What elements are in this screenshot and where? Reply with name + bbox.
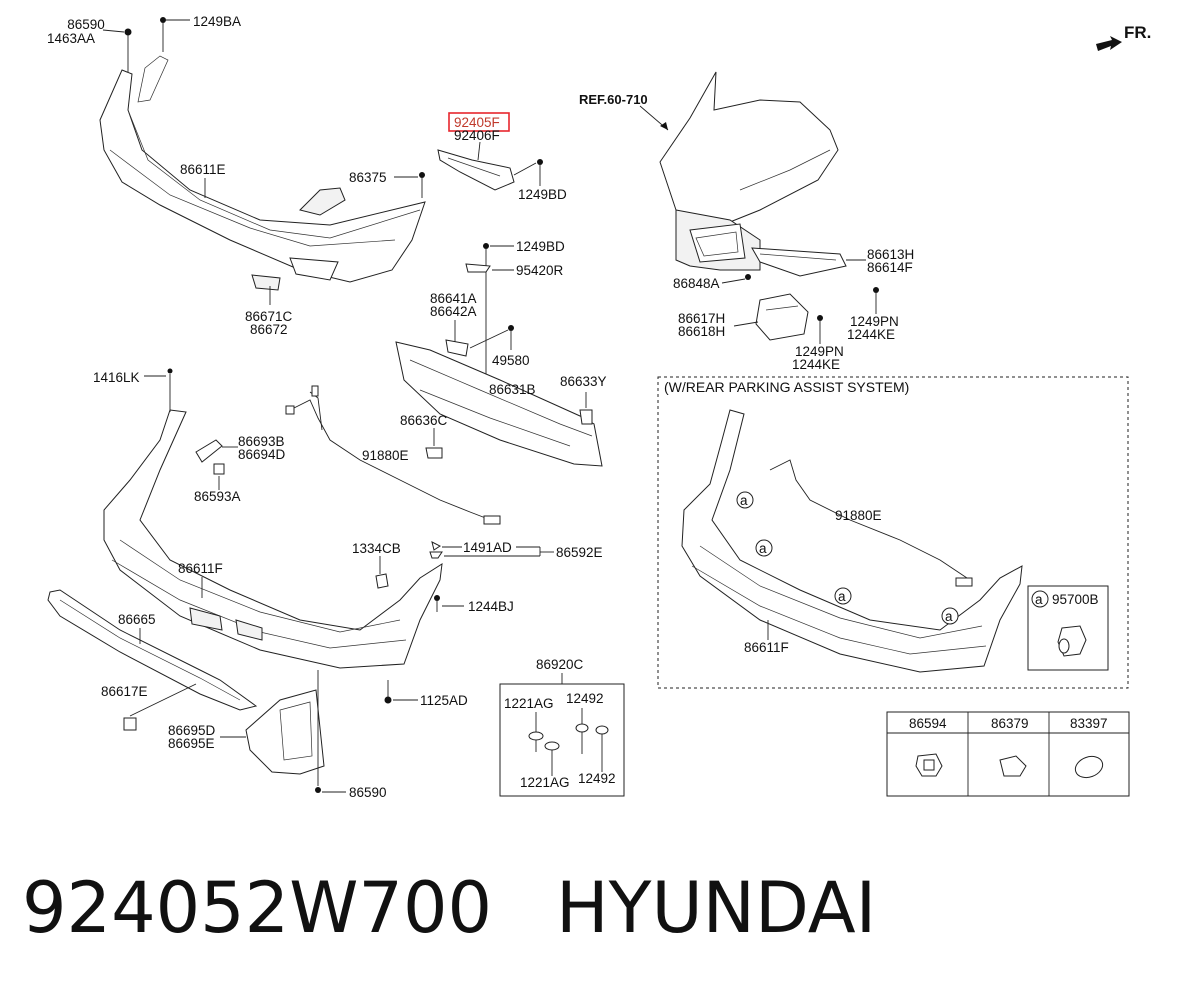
screw-icon [528,708,609,776]
table-header-86594: 86594 [909,716,947,731]
inset-label-91880E: 91880E [835,508,882,523]
sensor-callout: a [1035,592,1043,607]
label-1244KE-b: 1244KE [792,357,840,372]
kit-item-12492-b: 12492 [578,771,616,786]
upper-fasteners [102,17,190,72]
label-86633Y: 86633Y [560,374,607,389]
front-arrow-icon [1096,36,1122,51]
label-86590-bottom: 86590 [349,785,387,800]
label-1125AD: 1125AD [420,693,468,708]
plug-icon [1074,755,1104,779]
bumper-bracket-86617H [755,293,809,341]
label-1249BD-a: 1249BD [518,187,567,202]
label-86618H: 86618H [678,324,725,339]
label-1249PN-b: 1249PN [795,344,844,359]
label-86641A: 86641A [430,291,477,306]
label-92405F: 92405F [454,115,500,130]
label-86593A: 86593A [194,489,241,504]
footer: 924052W700 HYUNDAI [22,858,876,958]
table-header-83397: 83397 [1070,716,1108,731]
label-86848A: 86848A [673,276,720,291]
label-86642A: 86642A [430,304,477,319]
label-86592E: 86592E [556,545,603,560]
highlighted-part-box [448,112,510,132]
parking-sensor-icon [1057,625,1087,657]
label-91880E: 91880E [362,448,409,463]
label-1491AD: 1491AD [463,540,512,555]
reference-label: REF.60-710 [579,92,648,107]
kit-box-title: 86920C [536,657,584,672]
reflector-bracket [437,149,543,191]
side-bracket-86613H [751,247,847,277]
lower-bumper-cover [103,409,443,669]
kit-box-86920C: 86920C 1221AG 12492 1221AG 12492 [499,657,625,797]
small-parts-table: 86594 86379 83397 [886,711,1130,797]
part-number: 924052W700 [22,867,493,949]
label-86375: 86375 [349,170,387,185]
label-86611F: 86611F [178,561,223,576]
label-1249BD-b: 1249BD [516,239,565,254]
svg-text:a: a [740,493,748,508]
fastener-86375 [394,172,425,198]
label-1244BJ: 1244BJ [468,599,514,614]
parking-assist-inset: (W/REAR PARKING ASSIST SYSTEM) a a a a 9… [657,376,1129,689]
sensor-callout-icon: a a a a [736,491,959,625]
clip-icon [915,753,943,777]
label-86671C: 86671C [245,309,293,324]
label-86617E: 86617E [101,684,148,699]
label-1249BA: 1249BA [193,14,241,29]
label-86613H: 86613H [867,247,914,262]
label-86672: 86672 [250,322,288,337]
pad-icon [999,755,1027,777]
upper-bumper-cover [99,55,426,291]
kit-item-1221AG-b: 1221AG [520,775,570,790]
label-86636C: 86636C [400,413,448,428]
kit-item-12492-a: 12492 [566,691,604,706]
brand-name: HYUNDAI [556,867,877,949]
label-86695D: 86695D [168,723,216,738]
label-1463AA: 1463AA [47,31,95,46]
label-86611E: 86611E [180,162,226,177]
label-95420R: 95420R [516,263,564,278]
body-panel-ref [659,71,839,271]
inset-label-86611F: 86611F [744,640,789,655]
svg-text:a: a [759,541,767,556]
front-label: FR. [1124,23,1151,42]
label-1244KE-a: 1244KE [847,327,895,342]
sensor-part-95700B: 95700B [1052,592,1099,607]
svg-text:a: a [945,609,953,624]
label-86694D: 86694D [238,447,286,462]
label-86614F: 86614F [867,260,913,275]
label-86590-top: 86590 [67,17,105,32]
label-86631B: 86631B [489,382,536,397]
label-1249PN-a: 1249PN [850,314,899,329]
label-49580: 49580 [492,353,530,368]
label-86665: 86665 [118,612,156,627]
label-1334CB: 1334CB [352,541,401,556]
label-86617H: 86617H [678,311,725,326]
parking-assist-title: (W/REAR PARKING ASSIST SYSTEM) [664,379,909,395]
front-direction-indicator: FR. [1096,23,1151,51]
bumper-beam-86631B [395,341,603,467]
label-86693B: 86693B [238,434,285,449]
skid-plate-86665 [47,589,258,711]
wiring-harness-91880E [285,385,501,525]
label-86695E: 86695E [168,736,215,751]
svg-text:a: a [838,589,846,604]
lower-bracket-86695D [245,689,325,775]
table-header-86379: 86379 [991,716,1029,731]
kit-item-1221AG-a: 1221AG [504,696,554,711]
label-92406F: 92406F [454,128,500,143]
label-1416LK: 1416LK [93,370,140,385]
